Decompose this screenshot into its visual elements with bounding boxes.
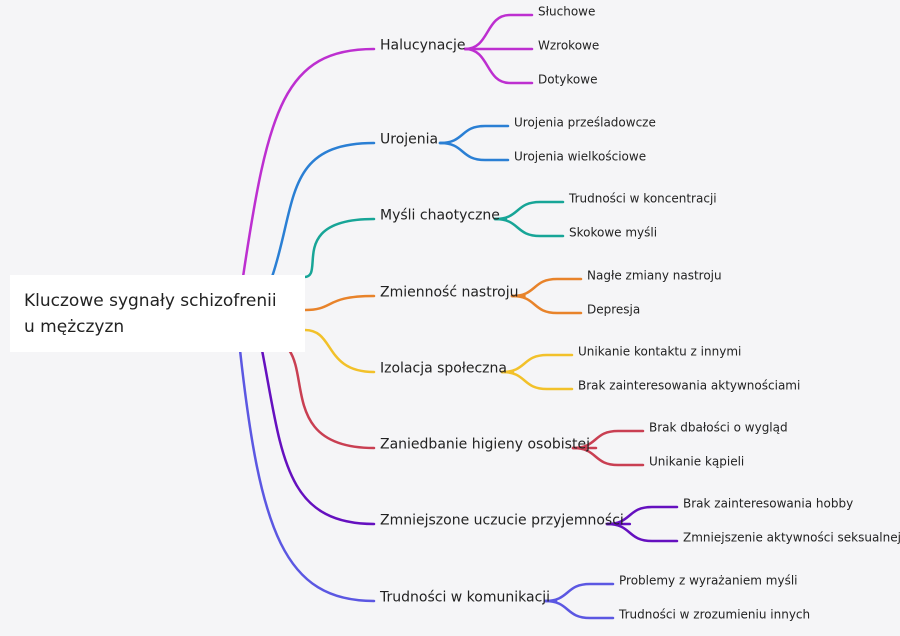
leaf-node[interactable]: Depresja [587, 302, 641, 317]
leaf-node[interactable]: Unikanie kąpieli [649, 454, 745, 469]
leaf-node[interactable]: Urojenia wielkościowe [514, 149, 647, 164]
leaf-link [438, 141, 510, 162]
leaf-node[interactable]: Słuchowe [538, 4, 596, 19]
leaf-link [500, 370, 574, 391]
branch-node[interactable]: Trudności w komunikacji [380, 589, 551, 606]
root-label: Kluczowe sygnały schizofrenii u mężczyzn [24, 291, 277, 337]
leaf-link [500, 353, 574, 374]
branch-node[interactable]: Izolacja społeczna [380, 360, 507, 377]
branch-link [270, 141, 376, 279]
branch-link [241, 47, 376, 279]
leaf-link [438, 124, 510, 145]
leaf-link [463, 13, 534, 51]
branch-node[interactable]: Zmniejszone uczucie przyjemności [380, 512, 624, 529]
root-node[interactable]: Kluczowe sygnały schizofrenii u mężczyzn [10, 275, 305, 352]
leaf-node[interactable]: Nagłe zmiany nastroju [587, 268, 722, 283]
leaf-node[interactable]: Brak dbałości o wygląd [649, 420, 788, 435]
leaf-link [493, 217, 565, 238]
leaf-link [543, 599, 615, 620]
leaf-link [543, 582, 615, 603]
branch-node[interactable]: Halucynacje [380, 37, 466, 54]
branch-link [238, 348, 376, 603]
leaf-link [510, 277, 583, 298]
leaf-link [463, 47, 534, 85]
branch-link [303, 294, 376, 312]
leaf-node[interactable]: Skokowe myśli [569, 225, 658, 240]
branch-link [301, 217, 376, 279]
leaf-node[interactable]: Unikanie kontaktu z innymi [578, 344, 742, 359]
branch-link [303, 328, 376, 374]
leaf-node[interactable]: Trudności w koncentracji [569, 191, 717, 206]
leaf-node[interactable]: Trudności w zrozumieniu innych [619, 607, 811, 622]
branch-link [287, 348, 376, 450]
branch-node[interactable]: Myśli chaotyczne [380, 207, 500, 224]
branch-node[interactable]: Zmienność nastroju [380, 284, 519, 301]
leaf-node[interactable]: Brak zainteresowania hobby [683, 496, 854, 511]
branch-node[interactable]: Zaniedbanie higieny osobistej [380, 436, 590, 453]
branch-link [260, 348, 376, 526]
leaf-node[interactable]: Zmniejszenie aktywności seksualnej [683, 530, 900, 545]
branch-node[interactable]: Urojenia [380, 131, 439, 148]
leaf-link [493, 200, 565, 221]
leaf-node[interactable]: Brak zainteresowania aktywnościami [578, 378, 801, 393]
leaf-node[interactable]: Dotykowe [538, 72, 598, 87]
leaf-link [510, 294, 583, 315]
leaf-node[interactable]: Wzrokowe [538, 38, 600, 53]
leaf-node[interactable]: Urojenia prześladowcze [514, 115, 656, 130]
leaf-node[interactable]: Problemy z wyrażaniem myśli [619, 573, 798, 588]
